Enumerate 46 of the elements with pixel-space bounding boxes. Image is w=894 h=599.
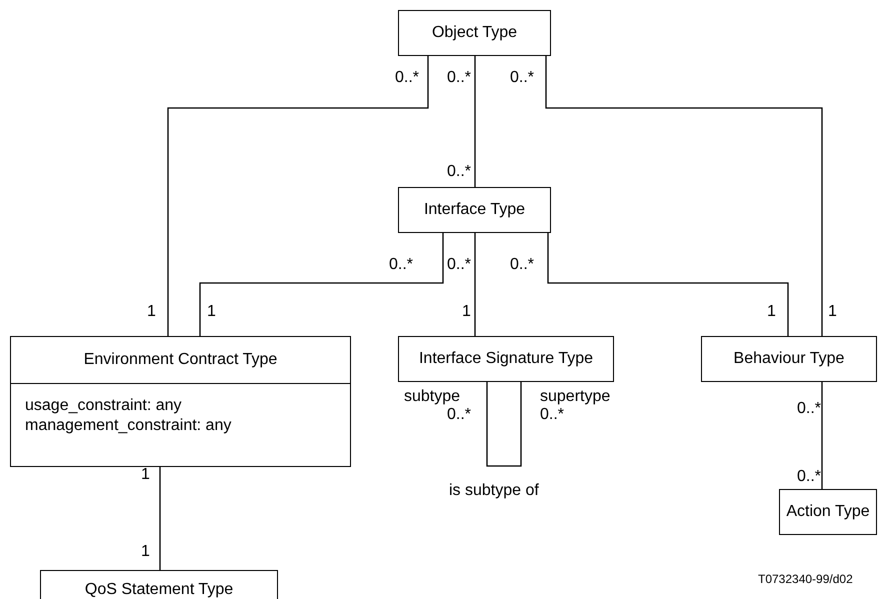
class-name: Interface Type (424, 201, 526, 219)
class-box (779, 489, 877, 535)
multiplicity-label: 1 (462, 303, 471, 321)
multiplicity-label: 0..* (447, 163, 472, 181)
role-name: supertype (540, 388, 610, 406)
class-box (701, 336, 877, 382)
attribute-text: usage_constraint: any (25, 397, 182, 414)
class-name: Object Type (432, 24, 518, 42)
attribute-text: management_constraint: any (25, 417, 232, 434)
association-line (547, 233, 789, 336)
multiplicity-label: 0..* (797, 468, 822, 486)
association-line (167, 56, 429, 336)
edge-label: is subtype of (449, 482, 539, 500)
class-box (398, 187, 551, 233)
role-name: subtype (404, 388, 460, 406)
class-name: Environment Contract Type (84, 351, 278, 369)
class-name: QoS Statement Type (84, 581, 234, 599)
multiplicity-label: 1 (207, 303, 216, 321)
multiplicity-label: 1 (828, 303, 837, 321)
multiplicity-label: 0..* (389, 256, 414, 274)
multiplicity-label: 0..* (540, 406, 564, 424)
multiplicity-label: 0..* (797, 400, 822, 418)
association-line (486, 382, 522, 467)
multiplicity-label: 1 (147, 303, 156, 321)
class-name: Action Type (786, 503, 870, 521)
multiplicity-label: 0..* (447, 256, 472, 274)
class-box (398, 336, 614, 382)
multiplicity-label: 0..* (510, 256, 534, 274)
multiplicity-label: 1 (141, 543, 150, 561)
class-name: Interface Signature Type (418, 350, 594, 368)
association-line (199, 233, 444, 336)
association-line (474, 56, 476, 187)
class-box (398, 10, 551, 56)
association-line (545, 56, 823, 336)
class-box (40, 570, 278, 599)
class-box (10, 336, 351, 467)
multiplicity-label: 1 (767, 303, 776, 321)
multiplicity-label: 0..* (510, 69, 534, 87)
association-line (474, 233, 476, 336)
association-line (821, 382, 823, 489)
multiplicity-label: 0..* (447, 406, 472, 424)
multiplicity-label: 0..* (395, 69, 420, 87)
multiplicity-label: 0..* (447, 69, 472, 87)
class-name: Behaviour Type (734, 350, 844, 368)
multiplicity-label: 1 (141, 466, 150, 484)
figure-id: T0732340-99/d02 (758, 571, 853, 588)
